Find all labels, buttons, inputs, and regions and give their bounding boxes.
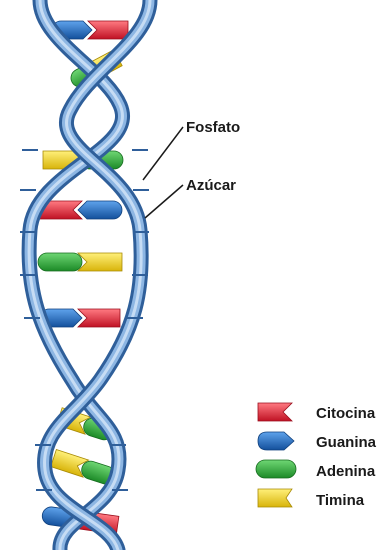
timina-base [78, 253, 122, 271]
legend-item-citocina: Citocina [258, 403, 376, 422]
citocina-base [88, 21, 128, 39]
legend-label-citocina: Citocina [316, 405, 376, 422]
base-pair [38, 201, 122, 219]
fosfato-leader [143, 127, 183, 180]
legend: Citocina Guanina Adenina Timina [256, 403, 377, 509]
citocina-base [78, 309, 120, 327]
guanina-base [78, 201, 122, 219]
adenina-base [38, 253, 82, 271]
legend-label-guanina: Guanina [316, 434, 377, 451]
red-notch-icon [258, 403, 292, 421]
green-capsule-icon [256, 460, 296, 478]
base-pair [38, 253, 122, 271]
base-pair [40, 309, 120, 327]
blue-pointed-icon [258, 432, 294, 450]
yellow-notch-icon [258, 489, 292, 507]
callouts: Fosfato Azúcar [143, 119, 240, 218]
fosfato-label: Fosfato [186, 119, 240, 136]
legend-item-adenina: Adenina [256, 460, 376, 480]
azucar-leader [145, 185, 183, 218]
legend-item-guanina: Guanina [258, 432, 377, 451]
legend-item-timina: Timina [258, 489, 365, 509]
legend-label-timina: Timina [316, 492, 365, 509]
azucar-label: Azúcar [186, 177, 236, 194]
legend-label-adenina: Adenina [316, 463, 376, 480]
